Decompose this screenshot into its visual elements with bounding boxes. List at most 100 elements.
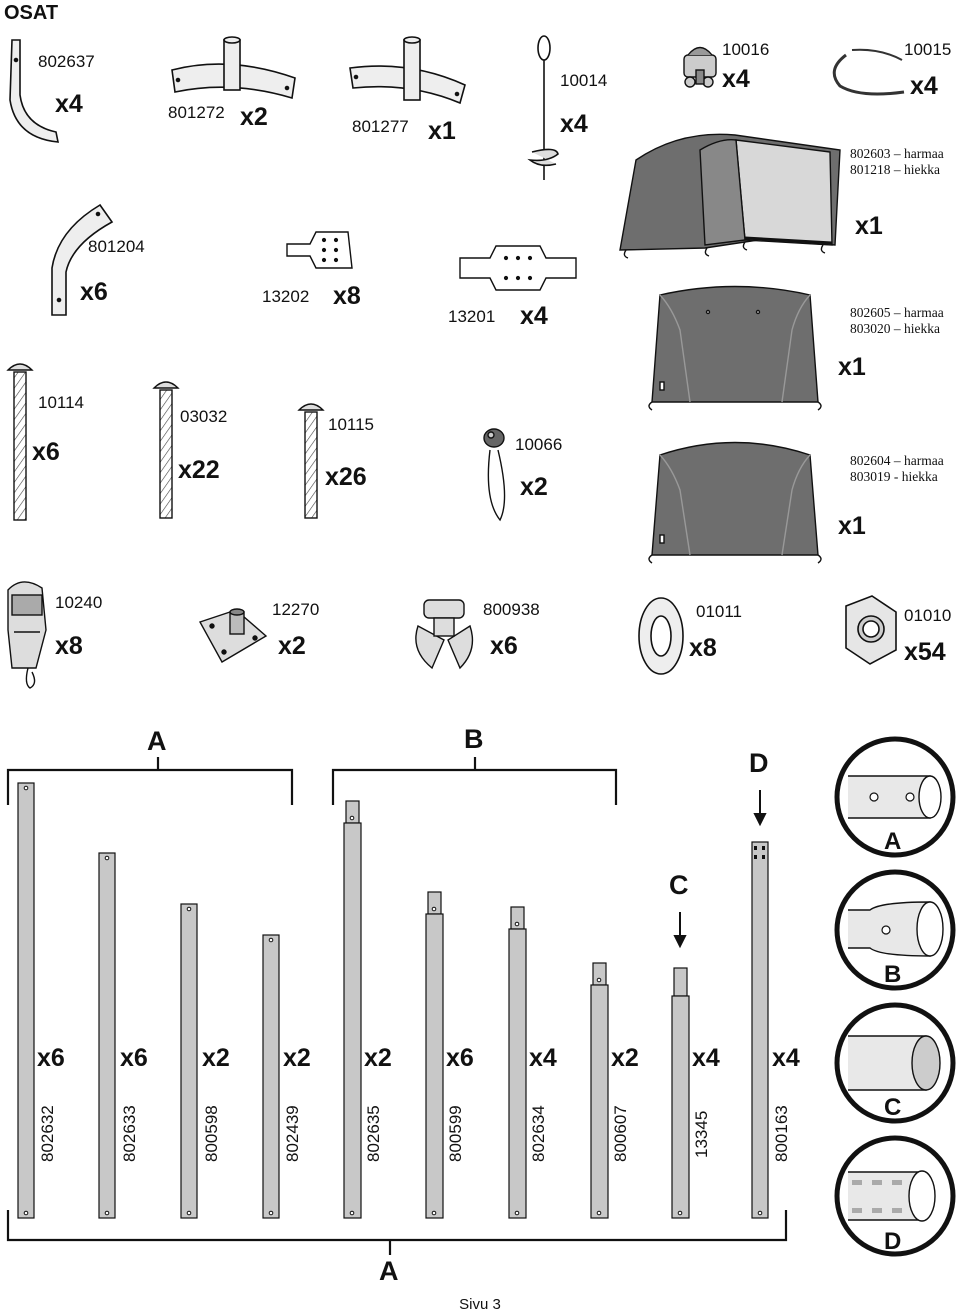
part-code: 800938 [483,600,540,619]
rod-qty: x4 [529,1044,557,1072]
rod-holes [23,785,763,1216]
part-qty: x4 [910,72,938,100]
rod-802439 [262,934,280,1219]
cover-line: 801218 – hiekka [850,162,940,177]
rod-802632 [17,782,35,1219]
part-qty: x2 [278,632,306,660]
part-801277-icon [349,36,466,105]
part-10016-icon [683,46,717,88]
rod-code: 800598 [202,1105,221,1162]
part-code: 10014 [560,71,608,90]
group-label-a: A [147,726,167,756]
part-802637-icon [9,39,59,143]
rod-qty: x6 [120,1044,148,1072]
cover-back-panel-icon [648,441,822,564]
page-footer: Sivu 3 [459,1296,501,1313]
part-12270-icon [198,608,268,663]
rod-800163 [751,841,769,1219]
part-qty: x4 [722,65,750,93]
part-13201-icon [459,245,577,291]
part-code: 10240 [55,593,103,612]
part-code: 01010 [904,606,952,625]
cover-qty: x1 [838,353,866,381]
part-10066-icon [483,428,506,522]
part-10114-icon [6,363,34,521]
part-801272-icon [171,36,296,100]
cover-shelter-icon [619,133,841,259]
cover-line: 803019 - hiekka [850,469,938,484]
part-code: 12270 [272,600,320,619]
page-title: OSAT [4,2,59,24]
group-brackets [6,757,788,1255]
part-01010-icon [845,595,897,665]
rod-code: 13345 [692,1110,711,1158]
cover-line: 802604 – harmaa [850,453,944,468]
part-13202-icon [286,231,353,269]
rod-800598 [180,903,198,1219]
part-code: 03032 [180,407,228,426]
part-code: 801277 [352,117,409,136]
rod-802634 [508,928,527,1219]
group-label-a-bottom: A [379,1256,399,1286]
part-qty: x1 [428,117,456,145]
part-qty: x2 [240,103,268,131]
rod-code: 802633 [120,1105,139,1162]
part-code: 10016 [722,40,770,59]
cover-line: 802603 – harmaa [850,146,944,161]
part-code: 10015 [904,40,952,59]
part-qty: x26 [325,463,367,491]
rod-code: 802439 [283,1105,302,1162]
part-801204-icon [51,203,114,316]
end-detail-a [834,736,956,858]
cover-qty: x1 [855,212,883,240]
cover-front-panel-icon [648,285,822,411]
rod-800163-slots [754,846,765,859]
part-qty: x8 [55,632,83,660]
rod-13345 [671,995,690,1219]
cover-line: 803020 – hiekka [850,321,940,336]
rods [17,782,769,1219]
rod-800599 [425,913,444,1219]
rod-qty: x2 [364,1044,392,1072]
rod-qty: x2 [202,1044,230,1072]
part-qty: x4 [520,302,548,330]
rod-qty: x2 [611,1044,639,1072]
rod-code: 800599 [446,1105,465,1162]
part-qty: x22 [178,456,220,484]
end-detail-c [834,1002,956,1124]
part-qty: x4 [560,110,588,138]
arrow-label-c: C [669,870,689,900]
part-code: 802637 [38,52,95,71]
part-01011-icon [638,597,684,675]
end-detail-label: C [884,1094,902,1121]
arrow-label-d: D [749,748,769,778]
rod-qty: x6 [37,1044,65,1072]
end-detail-label: B [884,961,902,988]
part-03032-icon [152,381,180,519]
end-detail-label: A [884,828,902,855]
part-code: 01011 [696,602,743,621]
part-code: 13202 [262,287,310,306]
part-code: 801272 [168,103,225,122]
end-detail-label: D [884,1228,902,1255]
part-10015-icon [832,48,905,96]
rod-802635 [343,822,362,1219]
rod-qty: x6 [446,1044,474,1072]
arrows [673,790,767,949]
part-code: 801204 [88,237,145,256]
rod-code: 802632 [38,1105,57,1162]
part-qty: x4 [55,90,83,118]
rod-code: 800607 [611,1105,630,1162]
rod-800607 [590,984,609,1219]
part-code: 13201 [448,307,496,326]
part-qty: x54 [904,638,946,666]
part-qty: x2 [520,473,548,501]
part-10014-icon [527,35,559,180]
rod-qty: x4 [772,1044,800,1072]
cover-line: 802605 – harmaa [850,305,944,320]
part-qty: x8 [689,634,717,662]
part-10115-icon [297,403,325,519]
part-code: 10115 [328,415,375,434]
part-10240-icon [7,581,47,689]
